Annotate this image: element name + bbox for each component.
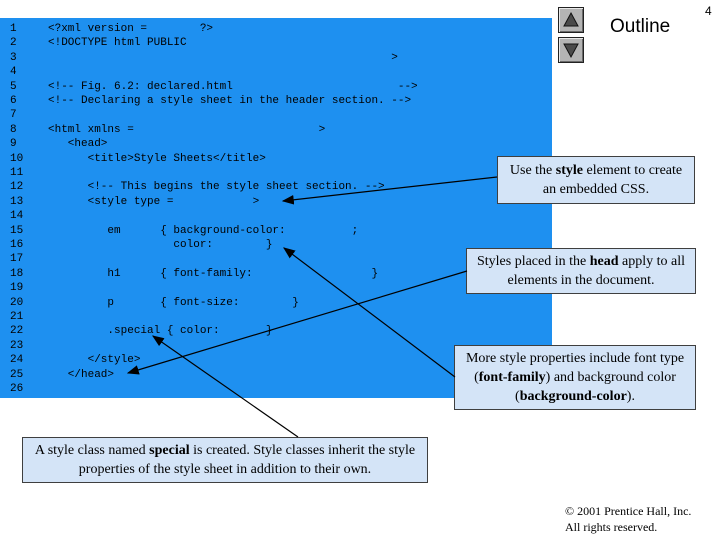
code-text: .special { color: } xyxy=(48,325,273,338)
code-line: 1 <?xml version = ?> xyxy=(10,22,213,36)
line-number: 11 xyxy=(10,167,24,179)
code-line: 24 </style> xyxy=(10,353,140,367)
line-number: 26 xyxy=(10,383,24,395)
code-line: 13 <style type = > xyxy=(10,195,259,209)
line-number: 19 xyxy=(10,282,24,295)
code-line: 18 h1 { font-family: } xyxy=(10,267,378,281)
code-line: 2 <!DOCTYPE html PUBLIC xyxy=(10,36,187,50)
callout-style-element: Use the style element to create an embed… xyxy=(497,156,695,204)
code-text: > xyxy=(48,51,398,64)
code-text: h1 { font-family: } xyxy=(48,267,379,280)
line-number: 23 xyxy=(10,339,24,352)
line-number: 2 xyxy=(10,37,17,50)
line-number: 25 xyxy=(10,368,24,381)
code-text: <!-- This begins the style sheet section… xyxy=(48,181,385,194)
code-line: 11 xyxy=(10,166,48,180)
line-number: 10 xyxy=(10,152,24,165)
triangle-up-icon xyxy=(563,11,579,27)
line-number: 13 xyxy=(10,195,24,208)
line-number: 15 xyxy=(10,224,24,237)
line-number: 20 xyxy=(10,296,24,309)
line-number: 21 xyxy=(10,311,24,323)
callout-text: Use the style element to create an embed… xyxy=(509,163,683,197)
line-number: 4 xyxy=(10,66,17,79)
line-number: 6 xyxy=(10,95,17,107)
callout-text: Styles placed in the head apply to all e… xyxy=(476,254,686,288)
callout-special-class: A style class named special is created. … xyxy=(22,437,428,483)
line-number: 9 xyxy=(10,138,17,151)
code-line: 22 .special { color: } xyxy=(10,324,272,338)
code-line: 17 xyxy=(10,252,48,266)
line-number: 3 xyxy=(10,51,17,64)
code-text: <style type = > xyxy=(48,195,260,208)
code-line: 21 xyxy=(10,310,48,324)
code-line: 4 xyxy=(10,65,48,79)
code-text: <html xmlns = > xyxy=(48,123,326,136)
line-number: 12 xyxy=(10,181,24,194)
callout-head: Styles placed in the head apply to all e… xyxy=(466,248,696,294)
code-line: 26 xyxy=(10,382,48,396)
copyright-line: © 2001 Prentice Hall, Inc. xyxy=(565,504,692,518)
line-number: 5 xyxy=(10,80,17,93)
next-slide-button[interactable] xyxy=(558,37,584,63)
callout-properties: More style properties include font type … xyxy=(454,345,696,410)
copyright-notice: © 2001 Prentice Hall, Inc. All rights re… xyxy=(565,503,691,535)
page-number: 4 xyxy=(705,4,712,18)
code-line: 15 em { background-color: ; xyxy=(10,224,358,238)
code-text: <!-- Declaring a style sheet in the head… xyxy=(48,95,412,107)
code-line: 3 > xyxy=(10,51,398,65)
code-text: p { font-size: } xyxy=(48,296,299,309)
line-number: 24 xyxy=(10,354,24,367)
code-line: 25 </head> xyxy=(10,368,114,382)
code-line: 14 xyxy=(10,209,48,223)
code-text: color: } xyxy=(48,239,273,251)
line-number: 14 xyxy=(10,210,24,223)
triangle-down-icon xyxy=(563,43,579,59)
code-text: <!DOCTYPE html PUBLIC xyxy=(48,37,187,50)
code-listing-panel: 1 <?xml version = ?> 2 <!DOCTYPE html PUBLI… xyxy=(0,18,552,398)
code-text: </head> xyxy=(48,368,115,381)
line-number: 18 xyxy=(10,267,24,280)
line-number: 8 xyxy=(10,123,17,136)
code-line: 7 xyxy=(10,108,48,122)
code-line: 6 <!-- Declaring a style sheet in the hea… xyxy=(10,94,411,108)
line-number: 16 xyxy=(10,239,24,251)
line-number: 1 xyxy=(10,23,17,35)
code-line: 9 <head> xyxy=(10,137,107,151)
code-line: 12 <!-- This begins the style sheet sect… xyxy=(10,180,385,194)
code-text: em { background-color: ; xyxy=(48,224,359,237)
code-text: <head> xyxy=(48,138,108,151)
code-line: 10 <title>Style Sheets</title> xyxy=(10,152,266,166)
previous-slide-button[interactable] xyxy=(558,7,584,33)
code-line: 19 xyxy=(10,281,48,295)
code-text: <!-- Fig. 6.2: declared.html --> xyxy=(48,80,418,93)
code-line: 20 p { font-size: } xyxy=(10,296,299,310)
callout-text: A style class named special is created. … xyxy=(34,443,416,477)
line-number: 22 xyxy=(10,325,24,338)
code-line: 16 color: } xyxy=(10,238,272,252)
code-text: </style> xyxy=(48,354,141,367)
callout-text: More style properties include font type … xyxy=(465,351,685,404)
code-line: 23 xyxy=(10,339,48,353)
line-number: 17 xyxy=(10,253,24,266)
line-number: 7 xyxy=(10,109,17,122)
code-text: <?xml version = ?> xyxy=(48,23,214,35)
outline-title[interactable]: Outline xyxy=(610,16,671,37)
code-line: 8 <html xmlns = > xyxy=(10,123,325,137)
rights-line: All rights reserved. xyxy=(565,520,658,534)
code-text: <title>Style Sheets</title> xyxy=(48,152,266,165)
code-line: 5 <!-- Fig. 6.2: declared.html --> xyxy=(10,80,418,94)
